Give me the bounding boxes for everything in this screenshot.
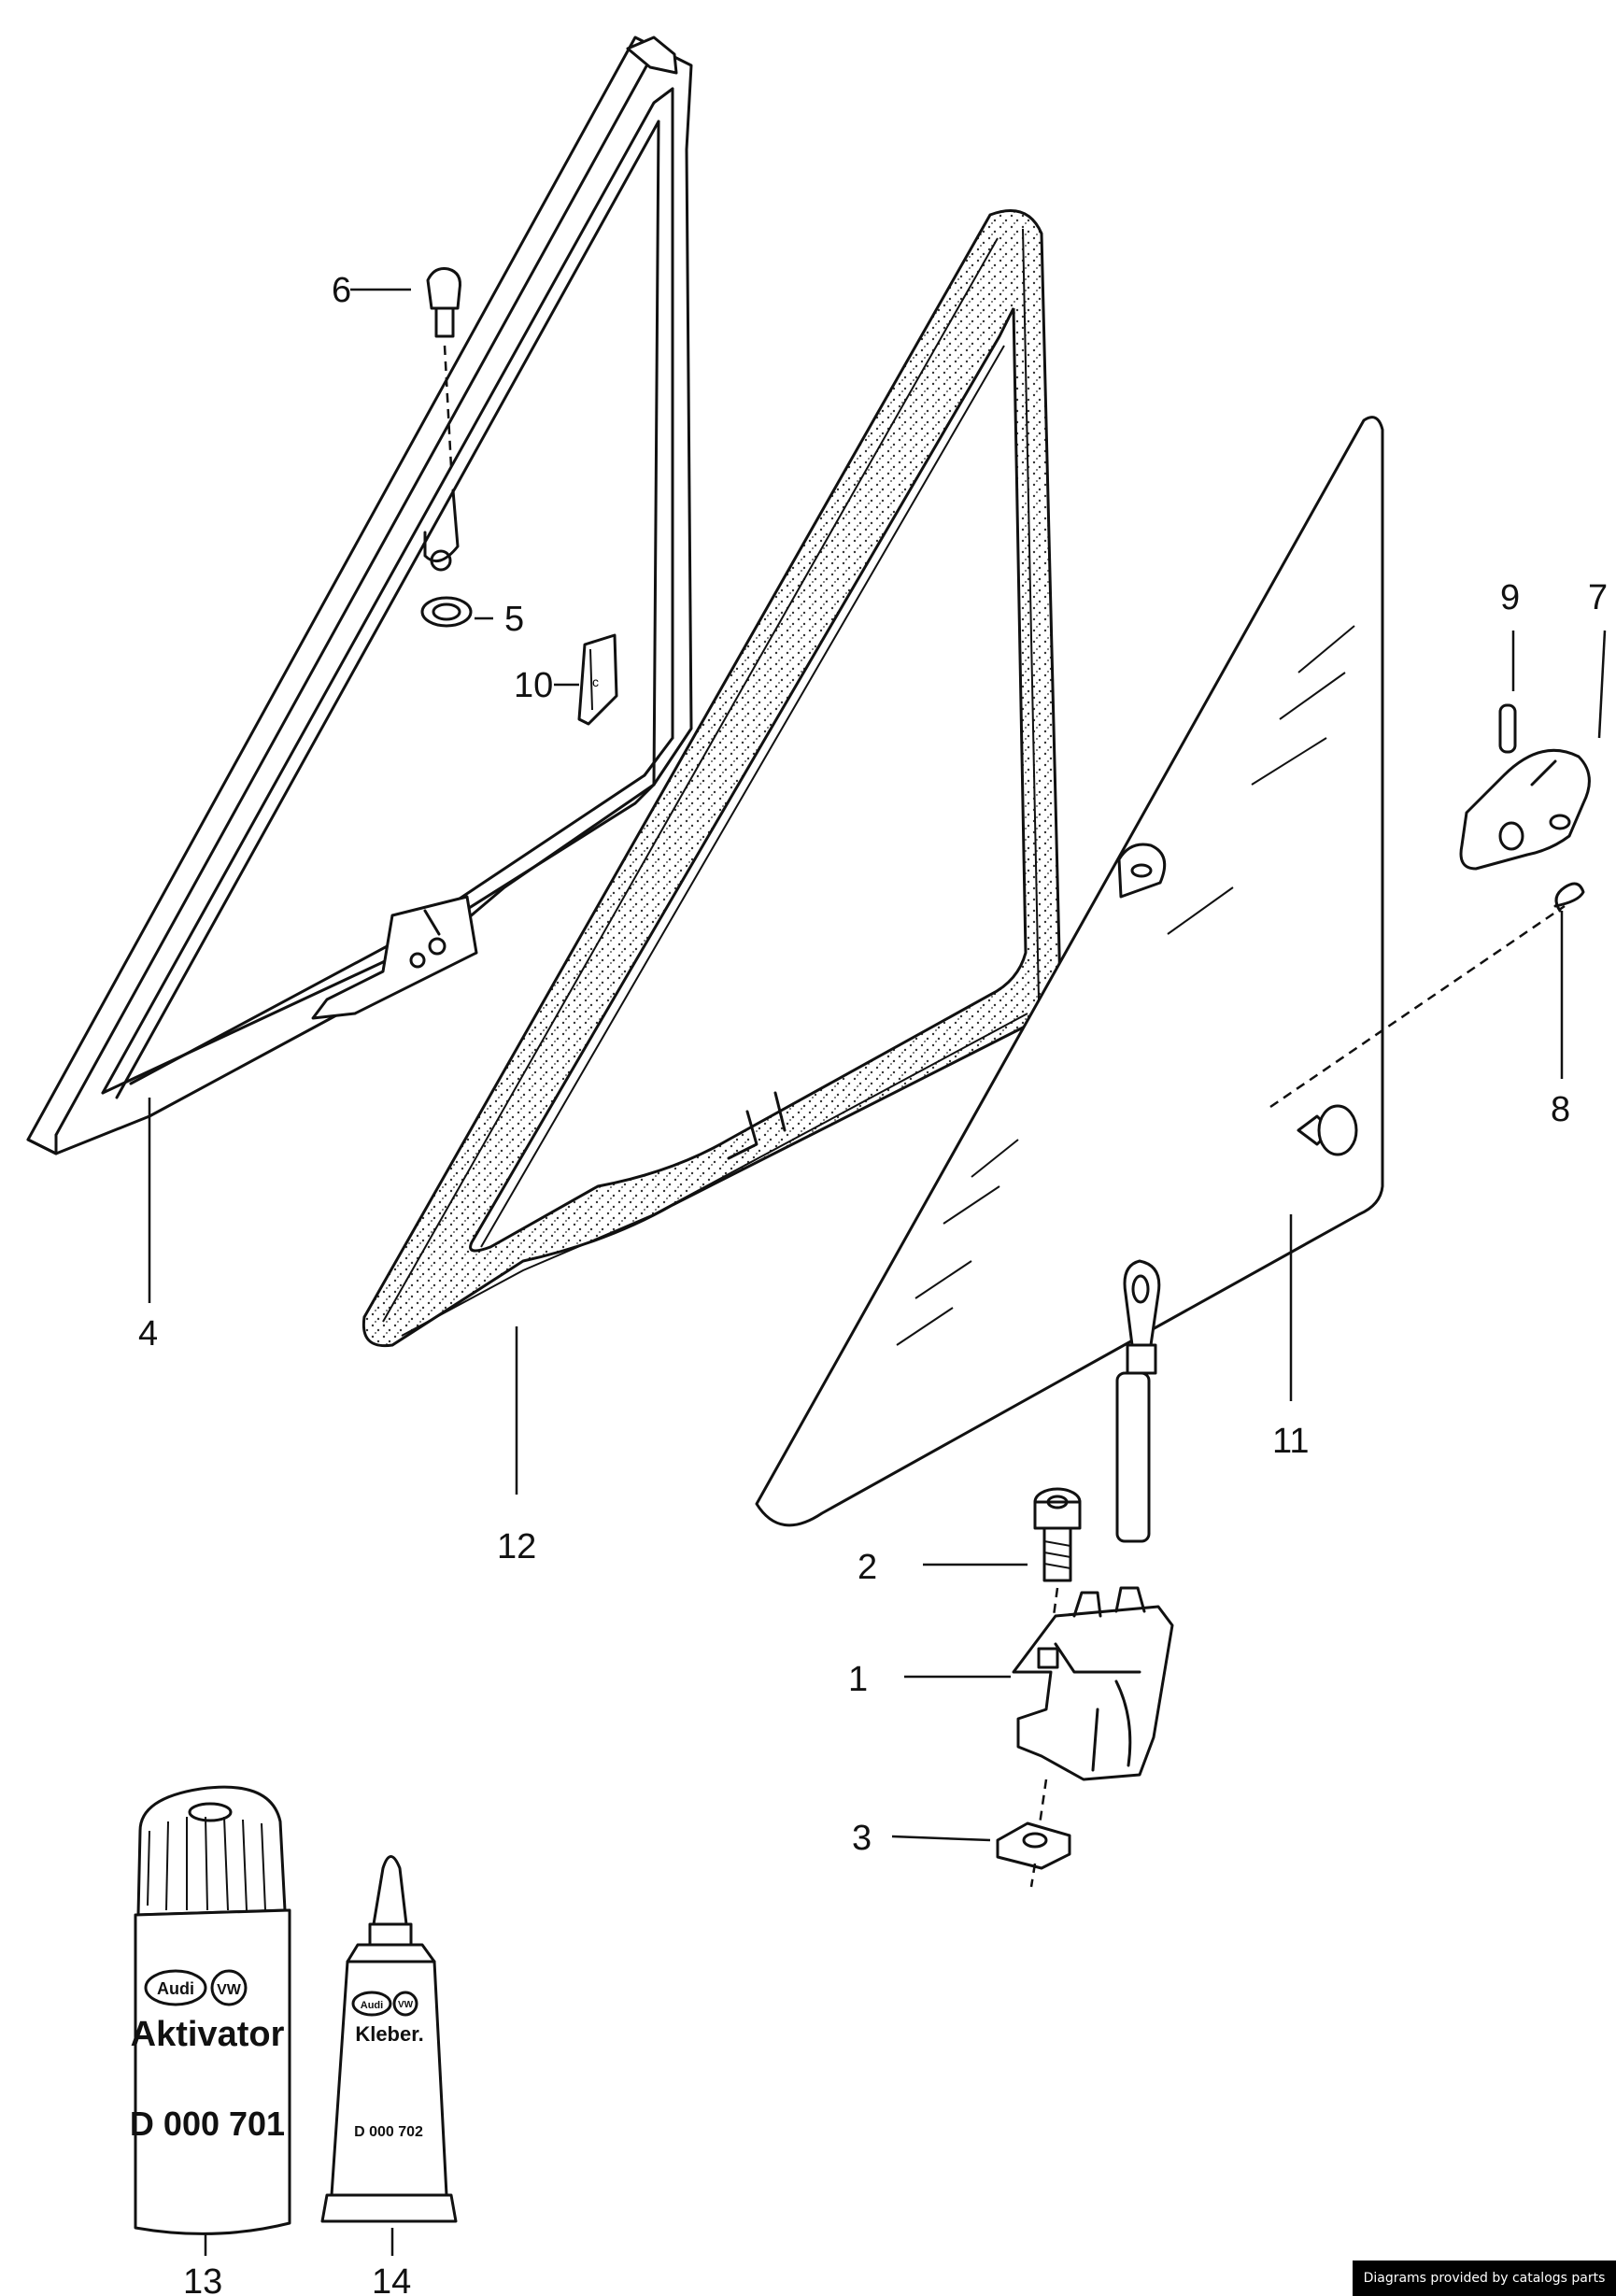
activator-product-label: Aktivator	[131, 2015, 285, 2054]
callout-12: 12	[497, 1527, 536, 1566]
bolt-axis-line	[1052, 1587, 1059, 1617]
pin-part-9	[1498, 703, 1517, 754]
activator-brand-logos: Audi VW	[144, 1969, 248, 2006]
callout-3: 3	[852, 1819, 872, 1858]
callout-6: 6	[332, 271, 351, 310]
leader-lines	[148, 288, 1607, 2256]
callout-2: 2	[858, 1548, 877, 1587]
callout-1: 1	[848, 1660, 868, 1699]
glass-pane-part-11	[755, 416, 1384, 1543]
callout-14: 14	[372, 2262, 411, 2296]
callout-11: 11	[1272, 1422, 1309, 1461]
credit-banner: Diagrams provided by catalogs parts	[1353, 2261, 1616, 2296]
callout-7: 7	[1588, 578, 1608, 617]
svg-text:VW: VW	[217, 1982, 242, 1998]
svg-text:Audi: Audi	[361, 2000, 383, 2011]
callout-5: 5	[504, 600, 524, 639]
callout-4: 4	[138, 1314, 158, 1354]
adhesive-brand-logos: Audi VW	[351, 1991, 418, 2017]
nut-part-3	[996, 1821, 1071, 1870]
hinge-bracket-part-1	[1012, 1586, 1174, 1781]
nut-axis-line	[1029, 1863, 1037, 1888]
callout-13: 13	[183, 2262, 222, 2296]
adhesive-part-number: D 000 702	[354, 2124, 423, 2140]
hinge-axis-line	[1037, 1779, 1048, 1832]
washer-part-5	[420, 596, 473, 628]
svg-text:VW: VW	[398, 2000, 414, 2010]
assembly-axis-line	[1269, 904, 1566, 1109]
callout-8: 8	[1551, 1090, 1570, 1129]
adhesive-tube-part-14: Audi VW Kleber. D 000 702	[320, 1855, 458, 2223]
activator-tube-part-13: Audi VW Aktivator D 000 701	[130, 1785, 291, 2235]
spring-part-8	[1553, 882, 1585, 913]
cap-part-6	[426, 267, 461, 468]
svg-text:Audi: Audi	[157, 1979, 194, 1998]
callout-10: 10	[514, 666, 553, 705]
window-frame-part-4	[26, 35, 693, 1155]
callout-9: 9	[1500, 578, 1520, 617]
clip-part-10: c	[577, 633, 618, 726]
activator-part-number: D 000 701	[130, 2105, 285, 2143]
latch-part-7	[1459, 748, 1591, 871]
window-seal-part-12	[361, 209, 1062, 1348]
svg-text:c: c	[592, 674, 599, 689]
adhesive-product-label: Kleber.	[355, 2022, 423, 2046]
bolt-part-2	[1033, 1487, 1082, 1582]
